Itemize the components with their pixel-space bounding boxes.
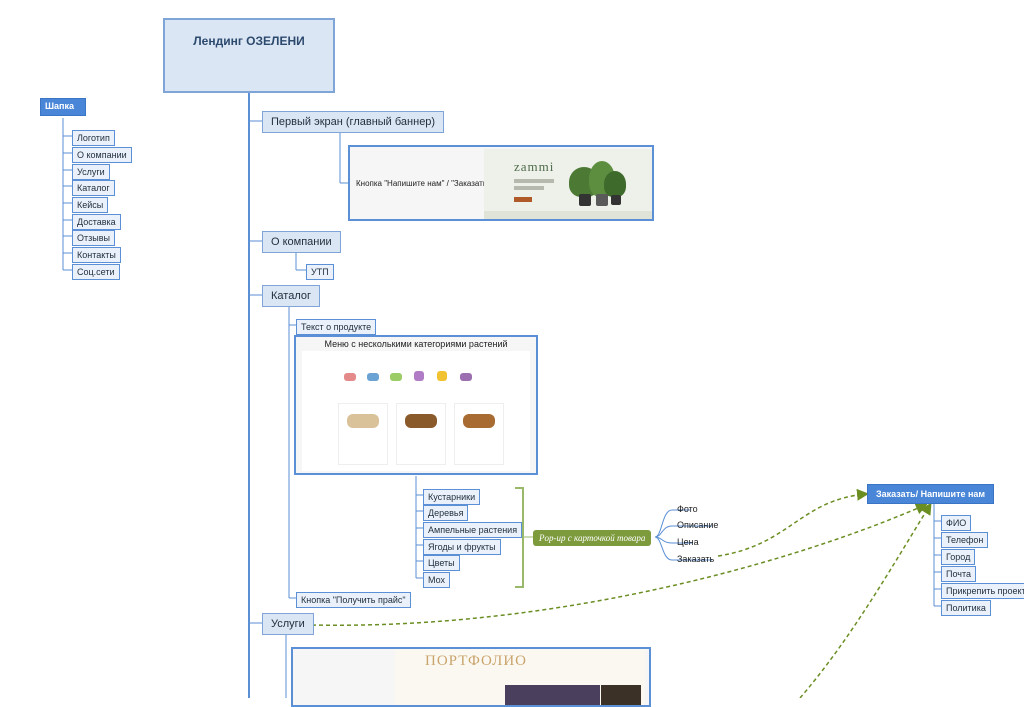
- order-form-node[interactable]: Заказать/ Напишите нам: [867, 484, 995, 504]
- popup-field-photo: Фото: [677, 504, 698, 514]
- order-field-name[interactable]: ФИО: [941, 515, 972, 531]
- banner-order-button: [514, 197, 532, 202]
- popup-field-description: Описание: [677, 520, 719, 530]
- catalog-menu-caption: Меню с несколькими категориями растений: [324, 339, 508, 349]
- services-node[interactable]: Услуги: [262, 613, 314, 635]
- catalog-menu-preview: Меню с несколькими категориями растений: [294, 335, 538, 475]
- header-node[interactable]: Шапка: [40, 98, 86, 116]
- product-text-node[interactable]: Текст о продукте: [296, 319, 377, 335]
- order-field-phone[interactable]: Телефон: [941, 532, 989, 548]
- header-item-cases[interactable]: Кейсы: [72, 197, 109, 213]
- usp-node[interactable]: УТП: [306, 264, 334, 280]
- category-flowers[interactable]: Цветы: [423, 555, 460, 571]
- header-item-social[interactable]: Соц.сети: [72, 264, 120, 280]
- header-item-about[interactable]: О компании: [72, 147, 132, 163]
- header-item-services[interactable]: Услуги: [72, 164, 110, 180]
- header-item-logo[interactable]: Логотип: [72, 130, 115, 146]
- header-item-delivery[interactable]: Доставка: [72, 214, 121, 230]
- popup-field-price: Цена: [677, 537, 699, 547]
- root-node[interactable]: Лендинг ОЗЕЛЕНИ: [163, 18, 335, 93]
- price-button-node[interactable]: Кнопка "Получить прайс": [296, 592, 411, 608]
- catalog-node[interactable]: Каталог: [262, 285, 320, 307]
- header-item-reviews[interactable]: Отзывы: [72, 230, 115, 246]
- first-screen-preview: Кнопка "Напишите нам" / "Заказать" zammi: [348, 145, 654, 221]
- popup-node[interactable]: Pop-up с карточкой товара: [533, 530, 652, 546]
- order-field-policy[interactable]: Политика: [941, 600, 991, 616]
- popup-field-order: Заказать: [677, 554, 715, 564]
- category-ampel[interactable]: Ампельные растения: [423, 522, 523, 538]
- header-item-contacts[interactable]: Контакты: [72, 247, 121, 263]
- banner-logo: zammi: [514, 159, 555, 174]
- category-trees[interactable]: Деревья: [423, 505, 469, 521]
- first-screen-node[interactable]: Первый экран (главный баннер): [262, 111, 445, 133]
- order-field-attach[interactable]: Прикрепить проект: [941, 583, 1024, 599]
- header-item-catalog[interactable]: Каталог: [72, 180, 115, 196]
- category-berries[interactable]: Ягоды и фрукты: [423, 539, 501, 555]
- order-field-city[interactable]: Город: [941, 549, 976, 565]
- category-shrubs[interactable]: Кустарники: [423, 489, 481, 505]
- about-node[interactable]: О компании: [262, 231, 341, 253]
- first-screen-button-caption: Кнопка "Напишите нам" / "Заказать": [356, 179, 490, 188]
- order-field-email[interactable]: Почта: [941, 566, 976, 582]
- portfolio-title: ПОРТФОЛИО: [425, 653, 527, 669]
- category-moss[interactable]: Мох: [423, 572, 451, 588]
- banner-image: zammi: [484, 149, 652, 219]
- portfolio-preview: ПОРТФОЛИО: [291, 647, 651, 707]
